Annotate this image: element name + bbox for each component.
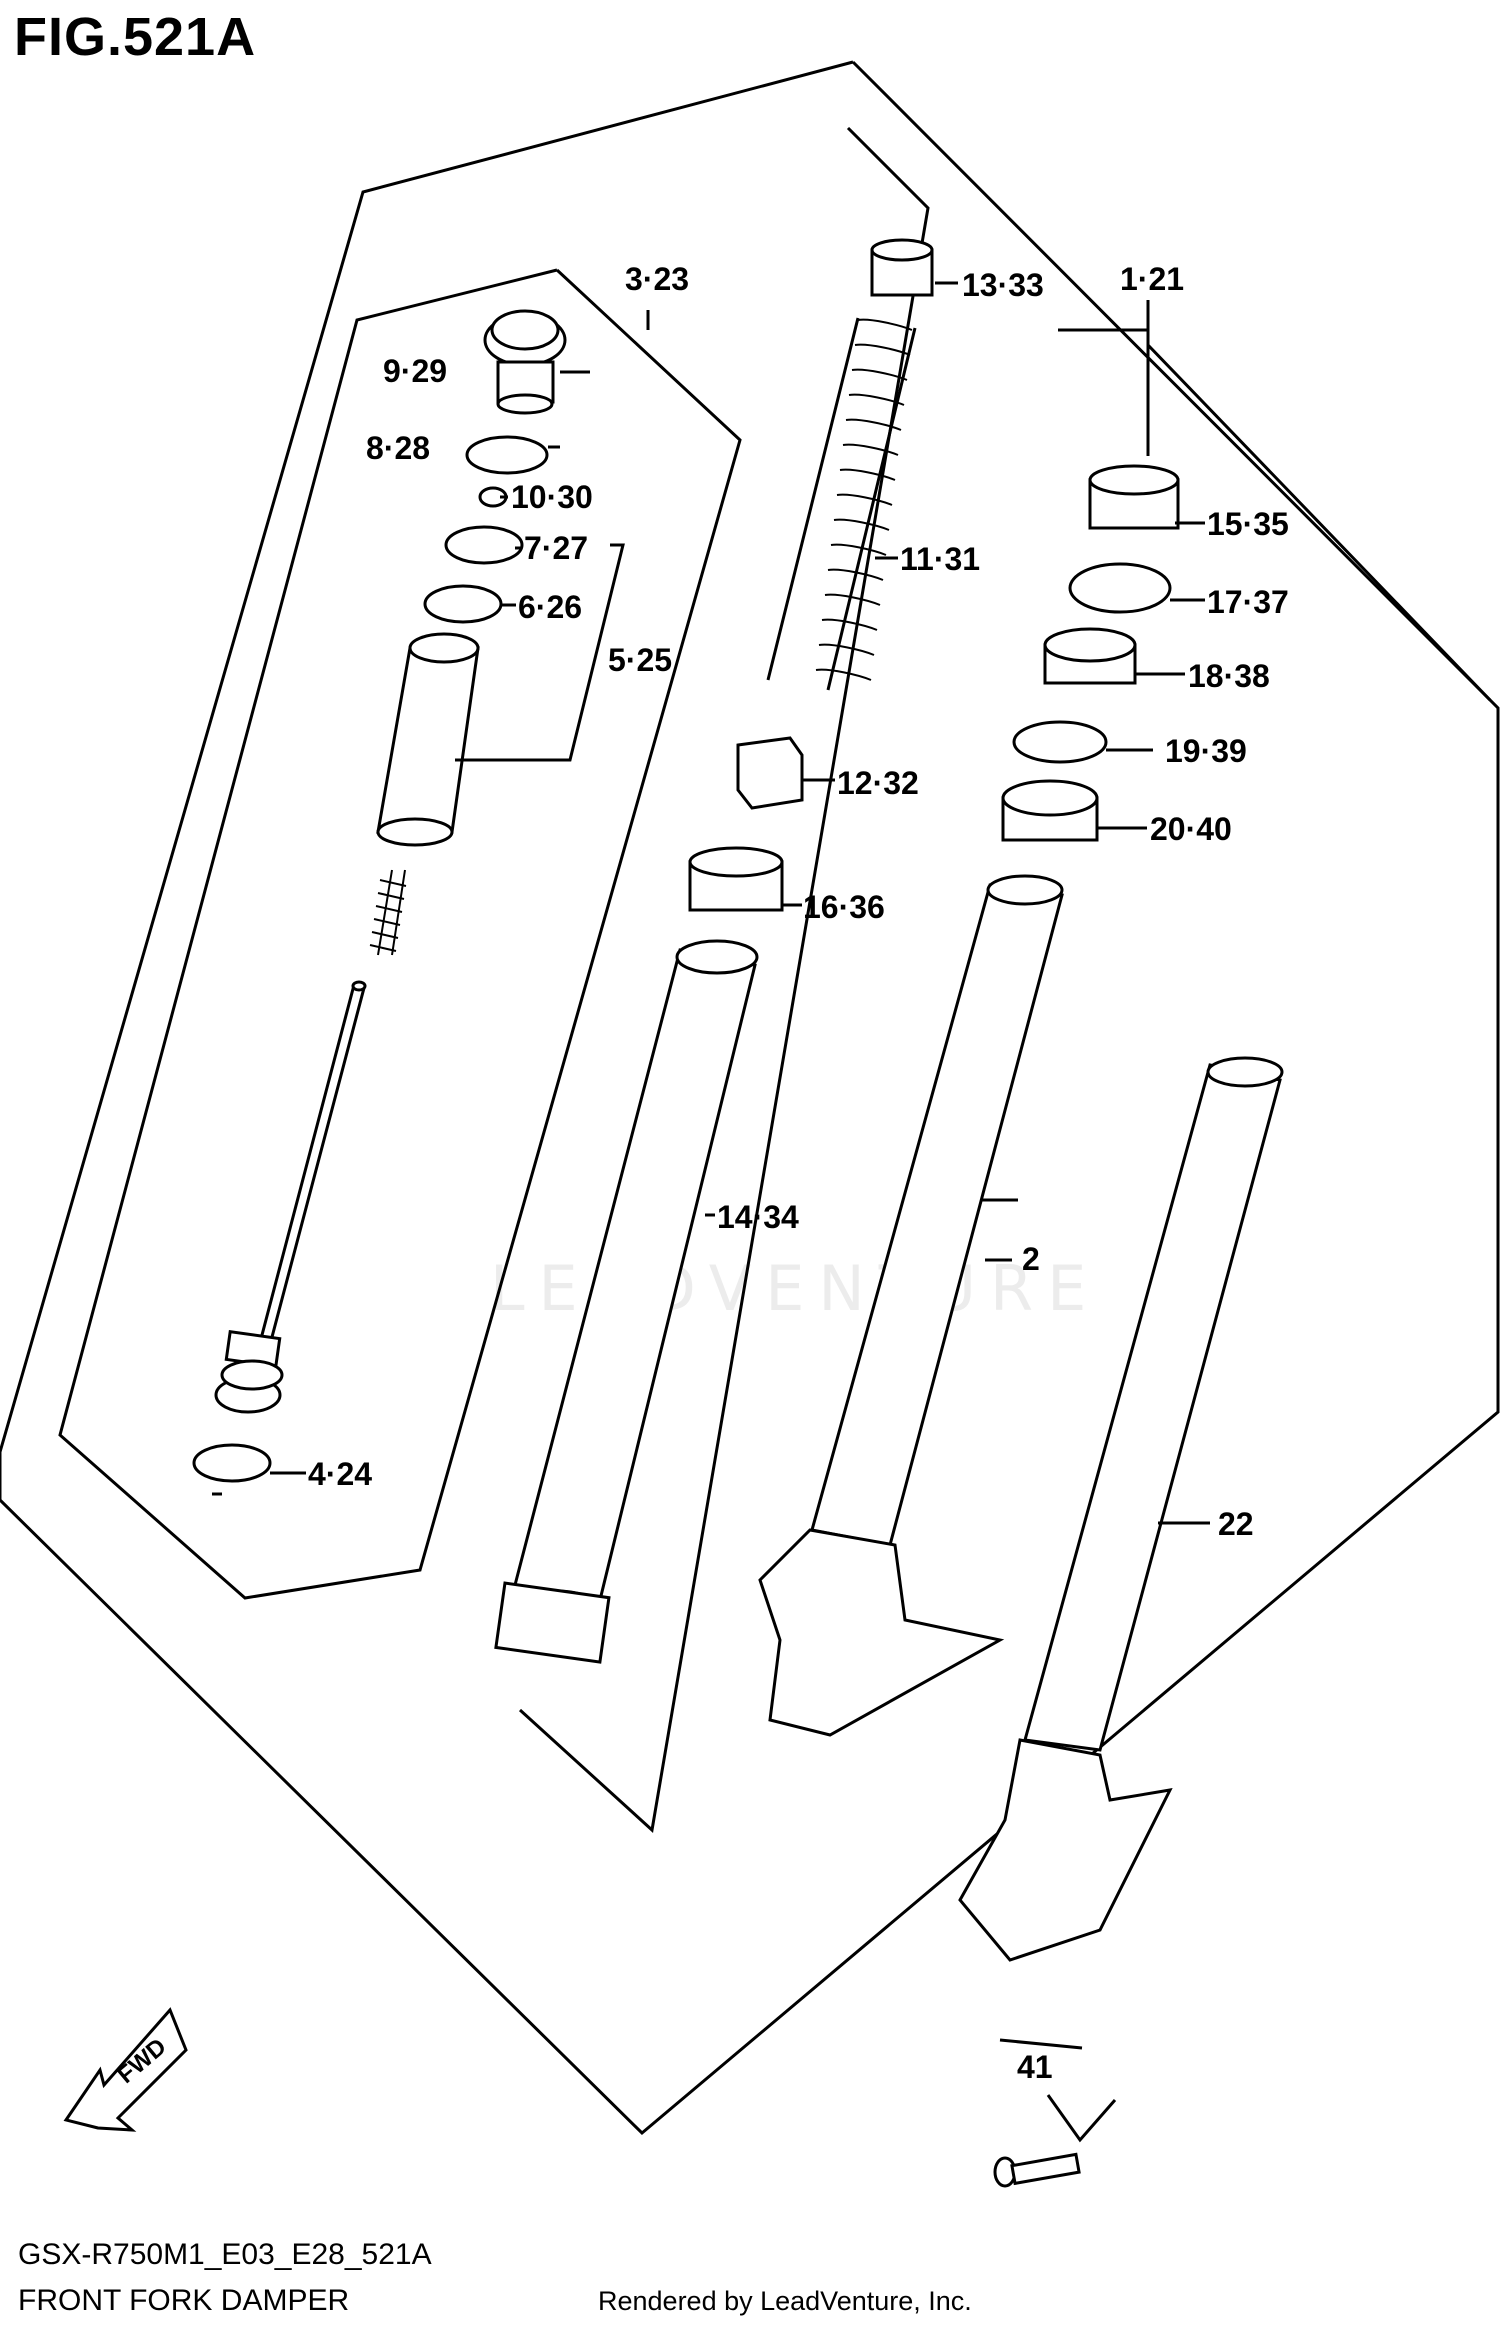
callout-11-31: 11·31 [900,541,980,577]
callout-9-29: 9·29 [383,353,447,389]
callout-13-33: 13·33 [962,267,1044,303]
callout-20-40: 20·40 [1150,811,1232,847]
inner-tube-2-part [758,874,1064,1737]
seal-18-part [1043,627,1137,685]
callout-6-26: 6·26 [518,589,582,625]
bush-16-part [688,846,784,912]
callout-7-27: 7·27 [524,530,588,566]
rendered-by-credit: Rendered by LeadVenture, Inc. [598,2286,972,2316]
callout-5-25: 5·25 [608,642,672,678]
callout-18-38: 18·38 [1188,658,1270,694]
callout-22: 22 [1218,1506,1254,1542]
ring-6-part [423,584,503,624]
callout-15-35: 15·35 [1207,506,1289,542]
ring-4-part [192,1443,272,1483]
leader-lines [212,281,1210,2143]
diagram-name: FRONT FORK DAMPER [18,2284,350,2317]
spring-collar-part [870,238,934,297]
callout-1-21: 1·21 [1120,261,1184,297]
o-ring-part [465,435,549,475]
bush-15-part [1088,464,1180,530]
callout-17-37: 17·37 [1207,584,1289,620]
callout-16-36: 16·36 [803,889,885,925]
frame-damper-group [58,268,742,1600]
figure-title: FIG.521A [14,7,257,67]
callout-12-32: 12·32 [837,765,919,801]
bolt-41-part [993,2152,1081,2188]
dust-seal-20-part [1001,779,1099,842]
spacer-part [736,736,804,810]
damper-rod-part [214,980,367,1414]
top-cap-part [483,309,567,415]
callout-41: 41 [1017,2049,1053,2085]
callout-8-28: 8·28 [366,430,430,466]
callout-4-24: 4·24 [308,1456,372,1492]
frame-outer [0,60,1500,2136]
diagram-code: GSX-R750M1_E03_E28_521A [18,2238,432,2271]
small-spring-part [369,869,407,956]
callout-19-39: 19·39 [1165,733,1247,769]
callout-14-34: 14·34 [717,1199,799,1235]
circlip-19-part [1012,720,1108,764]
outer-tube-part [494,939,759,1664]
callout-2: 2 [1022,1241,1040,1277]
ring-17-part [1068,562,1172,614]
ring-7-part [444,525,524,565]
inner-tube-22-part [958,1056,1284,1962]
cartridge-part [376,632,480,847]
main-spring-part [766,317,917,691]
fwd-arrow-icon [63,2007,188,2132]
frame-fork-group [518,126,930,1833]
callout-3-23: 3·23 [625,261,689,297]
callout-10-30: 10·30 [511,479,593,515]
